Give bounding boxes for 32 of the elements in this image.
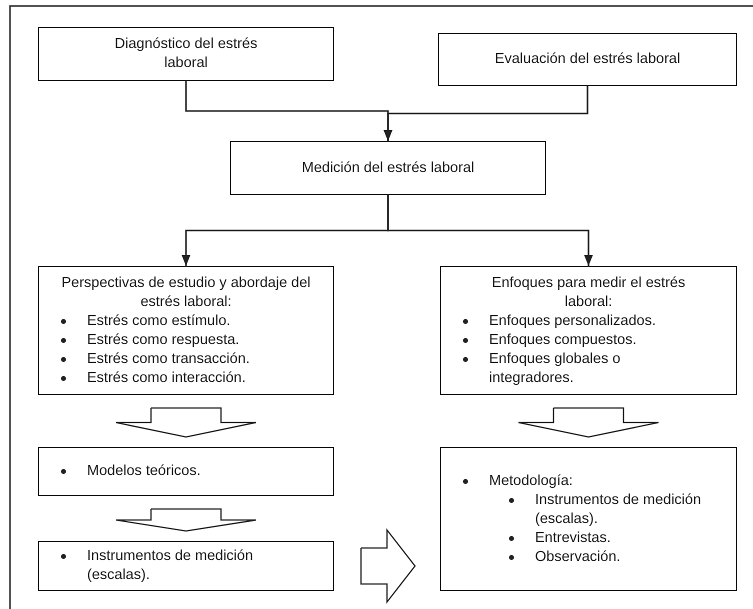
bullet-item: Enfoques compuestos. (489, 330, 637, 350)
box-heading: Evaluación del estrés laboral (494, 50, 680, 69)
block-arrow (115, 508, 257, 532)
text-box (38, 541, 334, 591)
block-arrow (360, 528, 416, 604)
text-box (440, 447, 737, 591)
box-heading: Perspectivas de estudio y abordaje del estrés laboral: (61, 274, 311, 312)
bullet-item: Estrés como respuesta. (87, 330, 240, 350)
text-box (230, 141, 546, 195)
bullet-item: Metodología: (489, 472, 573, 490)
text-box (438, 33, 737, 86)
text-box (38, 447, 334, 496)
bullet-item: Estrés como transacción. (87, 350, 250, 368)
bullet-item: Estrés como estímulo. (87, 312, 230, 330)
bullet-item: Instrumentos de medición (escalas). (87, 547, 254, 585)
box-heading: Diagnóstico del estrés laboral (114, 35, 258, 73)
box-heading: Enfoques para medir el estrés laboral: (490, 274, 686, 312)
bullet-item: Observación. (535, 548, 620, 566)
text-box (38, 27, 334, 81)
arrow (387, 195, 593, 266)
bullet-item: Enfoques personalizados. (489, 312, 656, 330)
text-box (38, 266, 334, 395)
block-arrow (115, 407, 257, 438)
bullet-item: Entrevistas. (535, 528, 611, 548)
bullet-item: Estrés como interacción. (87, 368, 246, 388)
box-heading: Medición del estrés laboral (302, 158, 474, 178)
text-box (440, 266, 737, 395)
bullet-item: Modelos teóricos. (87, 462, 201, 481)
bullet-item: Instrumentos de medición (escalas). (535, 490, 702, 528)
arrow (384, 86, 588, 141)
bullet-item: Enfoques globales o integradores. (489, 350, 622, 388)
block-arrow (518, 407, 660, 438)
